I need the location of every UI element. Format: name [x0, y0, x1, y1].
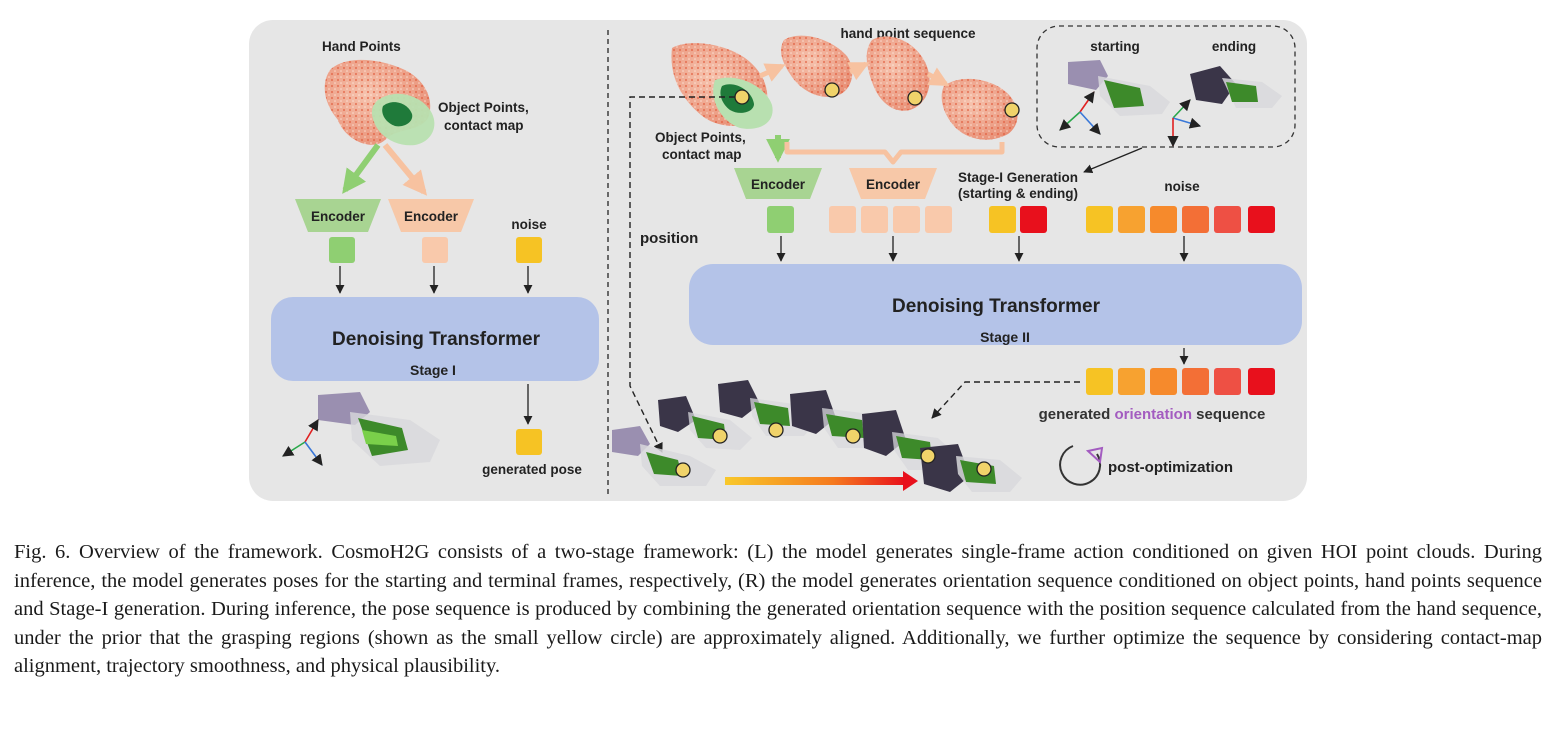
token-orient-2: [1118, 368, 1145, 395]
robot-hand-ending: [1190, 66, 1282, 108]
encoder-hand-left-label: Encoder: [404, 209, 459, 224]
object-point-cloud-left: [371, 93, 435, 146]
token-stage1-start: [989, 206, 1016, 233]
object-points-label-left-1: Object Points,: [438, 100, 529, 115]
ending-label: ending: [1212, 39, 1256, 54]
object-points-label-right-1: Object Points,: [655, 130, 746, 145]
stage1-generation-label-2: (starting & ending): [958, 186, 1078, 201]
grasp-circle-traj-4: [845, 428, 861, 444]
token-noise-right-2: [1118, 206, 1145, 233]
object-points-label-right-2: contact map: [662, 147, 742, 162]
trajectory-arrow-head: [903, 471, 918, 491]
grasp-circle-traj-3: [768, 422, 784, 438]
arrow-startend-to-stage1-gen: [1083, 147, 1143, 174]
token-noise-right-4: [1182, 206, 1209, 233]
axis-gizmo-ending: [1167, 99, 1202, 148]
arrow-hand-to-encoder-left: [382, 143, 428, 196]
token-hand-left: [422, 237, 448, 263]
encoder-object-right-label: Encoder: [751, 177, 806, 192]
noise-label-right: noise: [1164, 179, 1200, 194]
encoder-object-right: [734, 168, 822, 199]
axis-gizmo-left: [282, 419, 323, 466]
generated-word: generated: [1039, 406, 1111, 423]
position-dashed-path: [629, 96, 735, 453]
hand-sequence-cloud-1: [781, 35, 853, 97]
token-orient-1: [1086, 368, 1113, 395]
transformer-stage2-label: Denoising Transformer: [892, 296, 1101, 317]
grasp-circle-traj-6: [976, 461, 992, 477]
axis-gizmo-starting: [1059, 91, 1101, 135]
grasp-circle-seq-3: [1004, 102, 1020, 118]
token-noise-right-6: [1248, 206, 1275, 233]
starting-label: starting: [1090, 39, 1140, 54]
token-orient-6: [1248, 368, 1275, 395]
sequence-word: sequence: [1196, 406, 1265, 423]
denoising-transformer-stage1: [271, 297, 599, 381]
token-hand-right-1: [829, 206, 856, 233]
generated-orientation-label: generated orientation sequence: [1039, 406, 1266, 423]
encoder-hand-right-label: Encoder: [866, 177, 921, 192]
generated-pose-label: generated pose: [482, 462, 582, 477]
token-hand-right-2: [861, 206, 888, 233]
token-orient-3: [1150, 368, 1177, 395]
hand-points-label: Hand Points: [322, 39, 401, 54]
encoder-object-left-label: Encoder: [311, 209, 366, 224]
loop-icon: [1059, 445, 1104, 486]
denoising-transformer-stage2: [689, 264, 1302, 345]
hand-sequence-cloud-3: [941, 78, 1018, 140]
encoder-object-left: [295, 199, 381, 232]
token-generated-pose: [516, 429, 542, 455]
hand-sequence-brace: [784, 142, 1005, 165]
grasp-circle-seq-1: [824, 82, 840, 98]
token-object-left: [329, 237, 355, 263]
figure-caption: Fig. 6. Overview of the framework. Cosmo…: [14, 541, 1542, 677]
encoder-hand-right: [849, 168, 937, 199]
token-noise-right-5: [1214, 206, 1241, 233]
position-label: position: [640, 230, 698, 247]
transformer-stage1-label: Denoising Transformer: [332, 329, 541, 350]
token-noise-left: [516, 237, 542, 263]
token-noise-right-1: [1086, 206, 1113, 233]
orientation-word: orientation: [1115, 406, 1193, 423]
stage1-label: Stage I: [410, 362, 456, 378]
grasp-circle-seq-2: [907, 90, 923, 106]
object-points-label-left-2: contact map: [444, 118, 524, 133]
token-hand-right-4: [925, 206, 952, 233]
grasp-circle-traj-2: [712, 428, 728, 444]
token-orient-5: [1214, 368, 1241, 395]
post-optimization-label: post-optimization: [1108, 459, 1233, 476]
stage2-label: Stage II: [980, 329, 1030, 345]
seq-arrow-2: [847, 61, 870, 81]
noise-label-left: noise: [511, 217, 547, 232]
framework-diagram: Hand Points Object Points, contact map E…: [249, 20, 1307, 501]
trajectory-gradient-arrow: [725, 477, 905, 485]
token-stage1-end: [1020, 206, 1047, 233]
grasp-circle-first: [734, 89, 750, 105]
token-hand-right-3: [893, 206, 920, 233]
robot-hand-starting: [1068, 60, 1170, 116]
token-orient-4: [1182, 368, 1209, 395]
token-noise-right-3: [1150, 206, 1177, 233]
robot-hand-left: [318, 392, 440, 466]
arrow-object-to-encoder-left: [342, 143, 381, 194]
seq-arrow-3: [926, 67, 950, 87]
hand-point-sequence-label: hand point sequence: [840, 26, 976, 41]
seq-arrow-1: [758, 63, 786, 82]
encoder-hand-left: [388, 199, 474, 232]
grasp-circle-traj-1: [675, 462, 691, 478]
grasp-circle-traj-5: [920, 448, 936, 464]
orientation-dashed-path: [931, 381, 1080, 419]
token-object-right: [767, 206, 794, 233]
stage1-generation-label-1: Stage-I Generation: [958, 170, 1078, 185]
